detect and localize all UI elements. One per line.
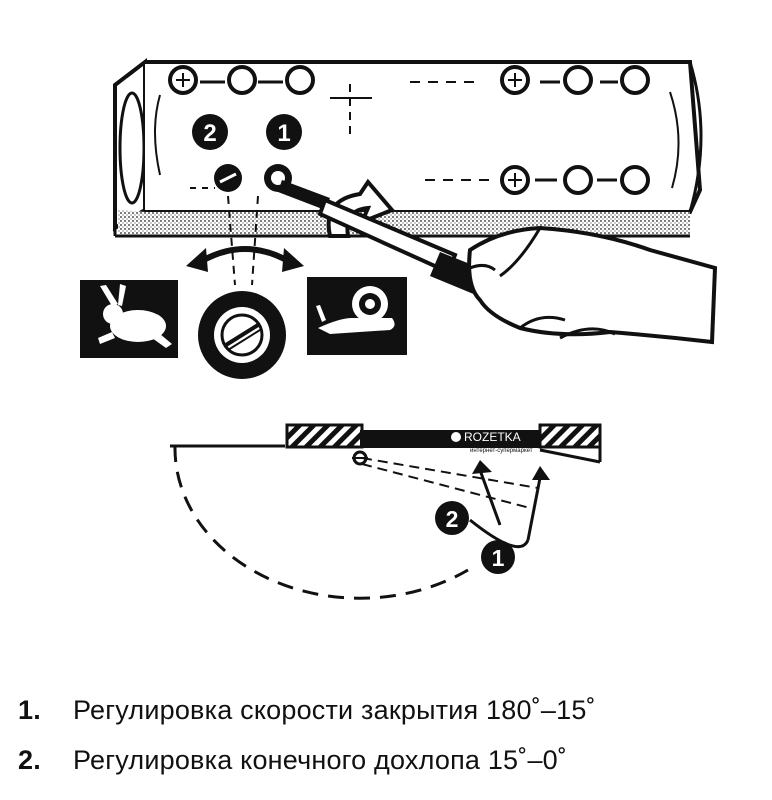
adjustment-screw-icon xyxy=(198,291,286,379)
svg-text:2: 2 xyxy=(446,506,459,532)
svg-text:2: 2 xyxy=(203,120,216,147)
caption-closing-speed: 1. Регулировка скорости закрытия 180˚–15˚ xyxy=(18,695,596,726)
hand-icon xyxy=(467,225,718,345)
speed-direction-arrow xyxy=(186,246,304,272)
caption-text: Регулировка конечного дохлопа 15˚–0˚ xyxy=(73,745,568,775)
valve-2-on-body xyxy=(214,164,242,192)
badge-2-plan: 2 xyxy=(435,501,469,535)
door-plan-view xyxy=(170,423,602,600)
caption-text: Регулировка скорости закрытия 180˚–15˚ xyxy=(73,695,596,725)
svg-text:1: 1 xyxy=(277,120,290,147)
badge-2-body: 2 xyxy=(192,114,228,150)
rozetka-watermark: ROZETKA интернет-супермаркет xyxy=(451,430,533,454)
door-closer-adjustment-diagram: 2 1 xyxy=(80,57,718,600)
door-closer-body xyxy=(113,57,703,238)
guide-lines xyxy=(227,195,259,286)
caption-final-latch: 2. Регулировка конечного дохлопа 15˚–0˚ xyxy=(18,745,567,776)
svg-text:1: 1 xyxy=(492,545,505,571)
caption-number: 1. xyxy=(18,695,41,725)
caption-number: 2. xyxy=(18,745,41,775)
body-screws xyxy=(168,65,650,195)
badge-1-body: 1 xyxy=(266,114,302,150)
snail-icon xyxy=(307,277,407,355)
rabbit-icon xyxy=(80,280,178,358)
svg-text:интернет-супермаркет: интернет-супермаркет xyxy=(470,448,533,454)
badge-1-plan: 1 xyxy=(481,540,515,574)
svg-text:ROZETKA: ROZETKA xyxy=(464,430,521,444)
